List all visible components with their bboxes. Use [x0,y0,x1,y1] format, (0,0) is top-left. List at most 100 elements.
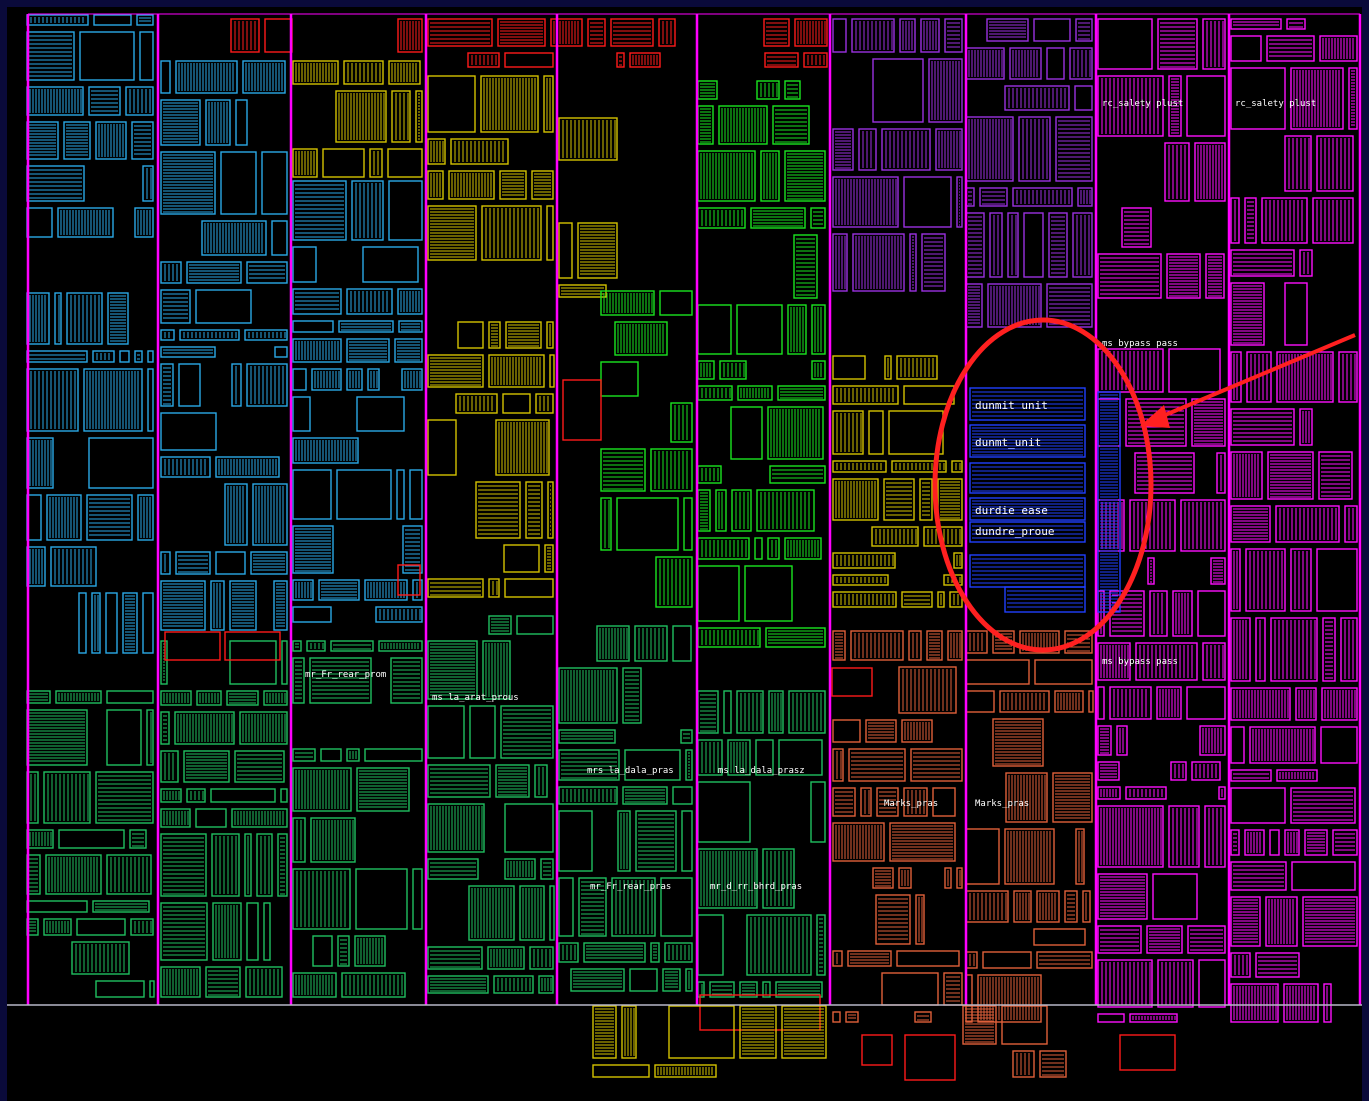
layout-cell [558,729,616,744]
layout-cell [210,788,276,803]
layout-cell [130,918,154,936]
layout-cell [503,544,540,573]
layout-cell [1332,829,1358,856]
layout-cell [769,465,826,484]
layout-cell [788,690,826,734]
layout-cell [1116,725,1128,756]
layout-cell [622,786,668,805]
layout-cell [1230,197,1240,244]
layout-cell [832,787,856,817]
layout-cell [659,290,693,316]
layout-cell [105,592,118,654]
layout-cell [1244,829,1265,856]
layout-cell [398,320,423,333]
layout-cell [1052,772,1093,823]
layout-cell [1286,18,1306,30]
layout-cell [872,867,894,889]
layout-cell [1230,351,1242,403]
layout-cell [992,718,1044,767]
layout-cell [1072,212,1093,278]
layout-cell [195,289,252,324]
layout-cell [848,748,906,782]
blue-block-label: dunmt_unit [975,436,1041,449]
layout-cell [979,187,1008,207]
layout-cell [919,478,933,521]
layout-cell [107,292,129,345]
layout-cell [246,363,288,407]
layout-cell [1097,1013,1125,1023]
layout-cell [969,424,1086,458]
layout-cell [1299,249,1313,277]
layout-cell [186,788,206,803]
layout-cell [292,767,352,812]
layout-cell [1004,828,1055,885]
layout-cell [558,667,618,724]
layout-cell [244,329,288,341]
layout-cell [865,719,897,743]
layout-cell [26,437,54,489]
layout-cell [122,592,138,654]
layout-cell [538,975,554,994]
layout-cell [142,165,154,202]
layout-cell [932,787,956,817]
layout-cell [312,935,333,967]
layout-cell [318,579,360,601]
layout-cell [229,640,277,685]
layout-cell [1291,861,1356,891]
layout-cell [832,460,887,473]
orange-block-label: Marks_pras [975,799,1029,809]
layout-cell [234,750,285,783]
layout-cell [986,18,1029,42]
layout-cell [205,99,231,146]
layout-cell [500,705,554,759]
layout-cell [134,350,143,363]
layout-cell [292,657,305,704]
layout-cell [119,350,130,363]
layout-cell [277,833,288,897]
layout-cell [256,833,273,897]
layout-cell [26,709,88,766]
layout-cell [1319,35,1358,62]
layout-cell [832,552,896,569]
layout-cell [487,946,525,970]
layout-cell [488,615,512,635]
layout-cell [832,574,889,586]
layout-cell [71,941,130,975]
layout-cell [493,975,534,994]
layout-cell [160,711,170,745]
layout-cell [427,205,477,261]
layout-cell [969,497,1086,521]
layout-cell [1088,690,1094,713]
layout-cell [535,393,554,414]
layout-cell [1055,116,1093,182]
layout-cell [160,966,201,998]
layout-cell [868,410,884,455]
layout-cell [600,448,646,492]
layout-cell [1344,505,1358,543]
layout-cell [292,320,334,333]
layout-cell [947,630,963,661]
layout-cell [750,207,806,229]
layout-cell [292,868,351,930]
layout-cell [746,914,812,976]
layout-cell [1269,829,1280,856]
layout-cell [402,525,423,574]
layout-cell [261,151,288,215]
layout-cell [543,75,554,133]
layout-cell [832,719,861,743]
layout-cell [1187,925,1226,954]
layout-cell [1097,805,1164,868]
layout-cell [860,787,872,817]
layout-cell [346,288,393,315]
layout-cell [670,402,693,443]
layout-cell [43,771,91,824]
layout-cell [635,810,677,872]
layout-cell [468,885,515,941]
layout-cell [1149,590,1168,637]
layout-cell [737,385,773,401]
layout-cell [495,419,550,476]
layout-cell [592,1005,617,1059]
layout-cell [999,690,1050,713]
layout-cell [415,90,423,143]
layout-cell [88,86,121,116]
